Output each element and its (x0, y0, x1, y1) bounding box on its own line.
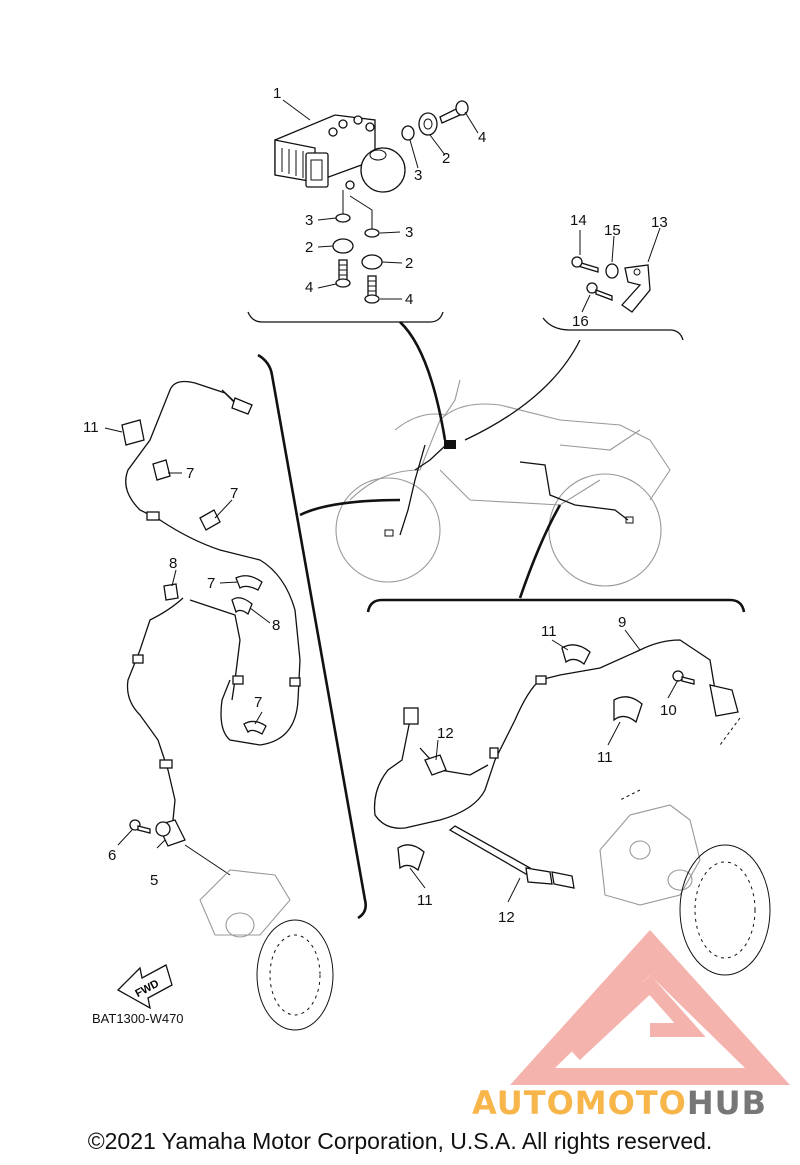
watermark-logo (510, 930, 790, 1085)
drawing-code: BAT1300-W470 (92, 1011, 184, 1026)
callout-16: 16 (572, 313, 589, 330)
callout-3: 3 (414, 167, 422, 184)
fwd-arrow-icon: FWD (116, 964, 173, 1010)
callout-13: 13 (651, 214, 668, 231)
callout-8: 8 (169, 555, 177, 572)
callout-7: 7 (186, 465, 194, 482)
callout-4: 4 (478, 129, 486, 146)
callout-1: 1 (273, 85, 281, 102)
callout-12: 12 (437, 725, 454, 742)
callout-numbers: 1 4 2 3 3 2 4 3 2 4 14 15 13 16 11 7 7 8… (83, 85, 677, 926)
motorcycle-silhouette (335, 379, 671, 587)
callout-12: 12 (498, 909, 515, 926)
callout-3: 3 (405, 224, 413, 241)
front-clamps (152, 459, 267, 735)
detail-frame-rear (366, 598, 746, 613)
callout-5: 5 (150, 872, 158, 889)
detail-frame-bracket (542, 317, 684, 341)
callout-15: 15 (604, 222, 621, 239)
leader-bracket-to-bike (464, 339, 581, 441)
copyright-notice: ©2021 Yamaha Motor Corporation, U.S.A. A… (87, 1128, 713, 1154)
callout-6: 6 (108, 847, 116, 864)
rear-wheel-harness (373, 639, 739, 829)
callout-9: 9 (618, 614, 626, 631)
callout-11: 11 (597, 749, 613, 766)
callout-11: 11 (417, 892, 433, 909)
callout-11: 11 (83, 419, 99, 436)
leader-front-to-bike (299, 498, 401, 517)
callout-10: 10 (660, 702, 677, 719)
callout-11: 11 (541, 623, 557, 640)
detail-frame-abs (247, 311, 444, 323)
abs-mount-hardware (332, 100, 469, 304)
callout-2: 2 (442, 150, 450, 167)
callout-2: 2 (405, 255, 413, 272)
watermark-suffix: HUB (687, 1084, 767, 1122)
callout-14: 14 (570, 212, 587, 229)
abs-hydraulic-unit (274, 114, 406, 193)
callout-4: 4 (305, 279, 313, 296)
callout-7: 7 (254, 694, 262, 711)
front-wheel-harness (121, 380, 301, 831)
callout-2: 2 (305, 239, 313, 256)
cable-tie (448, 825, 575, 889)
detail-frame-front (257, 353, 367, 920)
callout-7: 7 (207, 575, 215, 592)
watermark-prefix: AUTOMOTO (472, 1084, 687, 1122)
callout-8: 8 (272, 617, 280, 634)
leader-rear-to-bike (518, 504, 562, 599)
leader-abs-to-bike (399, 321, 447, 441)
callout-7: 7 (230, 485, 238, 502)
watermark-text: AUTOMOTOHUB (472, 1084, 767, 1122)
rear-caliper-and-disc (599, 717, 771, 976)
callout-3: 3 (305, 212, 313, 229)
bracket-assembly (571, 256, 651, 313)
callout-4: 4 (405, 291, 413, 308)
rear-clamps (397, 644, 643, 872)
callout-leaders (104, 99, 679, 903)
front-wheel-sensor (129, 819, 334, 1031)
